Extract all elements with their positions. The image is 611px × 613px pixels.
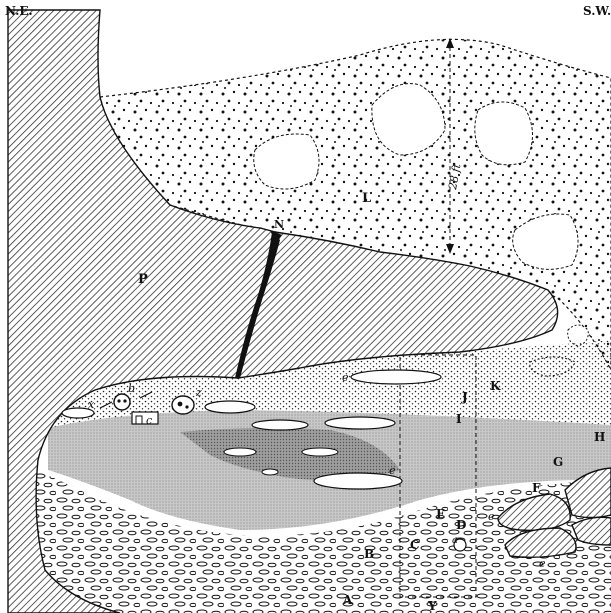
label-Y: Y bbox=[427, 599, 437, 613]
skull-1 bbox=[114, 394, 130, 410]
label-e-lower: e bbox=[539, 557, 546, 570]
lens-upper bbox=[351, 370, 441, 384]
lens-4 bbox=[325, 417, 395, 429]
label-J: J bbox=[461, 390, 468, 404]
lens-8 bbox=[262, 469, 278, 475]
skull-2 bbox=[172, 396, 194, 414]
label-x: x bbox=[88, 398, 95, 411]
label-e-right: e bbox=[488, 510, 495, 523]
label-A: A bbox=[342, 593, 353, 607]
block-L3 bbox=[475, 102, 533, 165]
label-N: N bbox=[274, 218, 284, 231]
label-b: b bbox=[128, 382, 135, 395]
label-B: B bbox=[364, 547, 374, 561]
corner-label-ne: N.E. bbox=[5, 4, 33, 18]
label-a: a bbox=[452, 535, 458, 546]
bone-box bbox=[132, 412, 158, 424]
label-E: E bbox=[436, 507, 445, 521]
label-D: D bbox=[456, 518, 466, 532]
label-e-mid: e bbox=[389, 464, 396, 477]
lens-2 bbox=[205, 401, 255, 413]
label-z: z bbox=[195, 386, 202, 399]
label-P: P bbox=[138, 272, 148, 287]
lens-6 bbox=[224, 448, 256, 456]
label-c: c bbox=[146, 414, 152, 427]
lens-3 bbox=[252, 420, 308, 430]
label-I: I bbox=[456, 412, 462, 426]
label-H: H bbox=[594, 430, 605, 444]
label-e-upper: e bbox=[342, 371, 349, 384]
label-K: K bbox=[490, 379, 501, 393]
label-G: G bbox=[553, 455, 563, 469]
corner-label-sw: S.W. bbox=[583, 4, 611, 18]
lens-7 bbox=[302, 448, 338, 456]
label-C: C bbox=[410, 538, 420, 552]
label-F: F bbox=[532, 481, 541, 495]
label-L: L bbox=[362, 191, 371, 206]
